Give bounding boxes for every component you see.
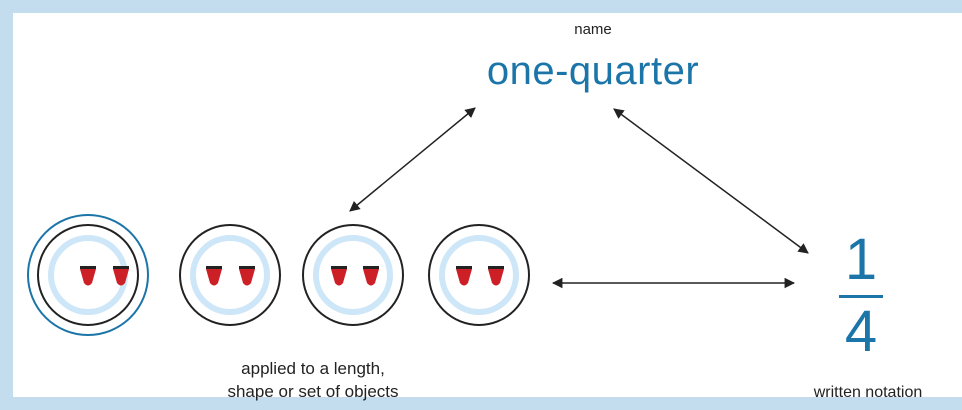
notation-caption: written notation (813, 384, 923, 401)
eye-icon (331, 266, 347, 286)
arrow-name-to-objects (349, 107, 476, 212)
diagram-graphics (27, 107, 809, 336)
eye-icon (456, 266, 472, 286)
objects-caption-line-2: shape or set of objects (227, 382, 399, 401)
highlight-ring (27, 214, 149, 336)
eye-icon (363, 266, 379, 286)
diagram-canvas: name one-quarter 1 4 applied to a length… (13, 13, 962, 401)
object-face-1 (37, 224, 139, 326)
object-face-2 (179, 224, 281, 326)
eye-icon (206, 266, 222, 286)
name-caption: name (574, 21, 612, 38)
eye-icon (239, 266, 255, 286)
eye-icon (80, 266, 96, 286)
object-face-3 (302, 224, 404, 326)
eye-icon (488, 266, 504, 286)
objects-caption: applied to a length, shape or set of obj… (193, 357, 433, 403)
name-value: one-quarter (486, 49, 700, 93)
eye-icon (113, 266, 129, 286)
arrow-name-to-notation (613, 108, 809, 254)
fraction-denominator: 4 (844, 299, 878, 364)
object-face-4 (428, 224, 530, 326)
objects-caption-line-1: applied to a length, (241, 359, 385, 378)
fraction-numerator: 1 (844, 227, 878, 292)
fraction-bar (839, 295, 883, 298)
